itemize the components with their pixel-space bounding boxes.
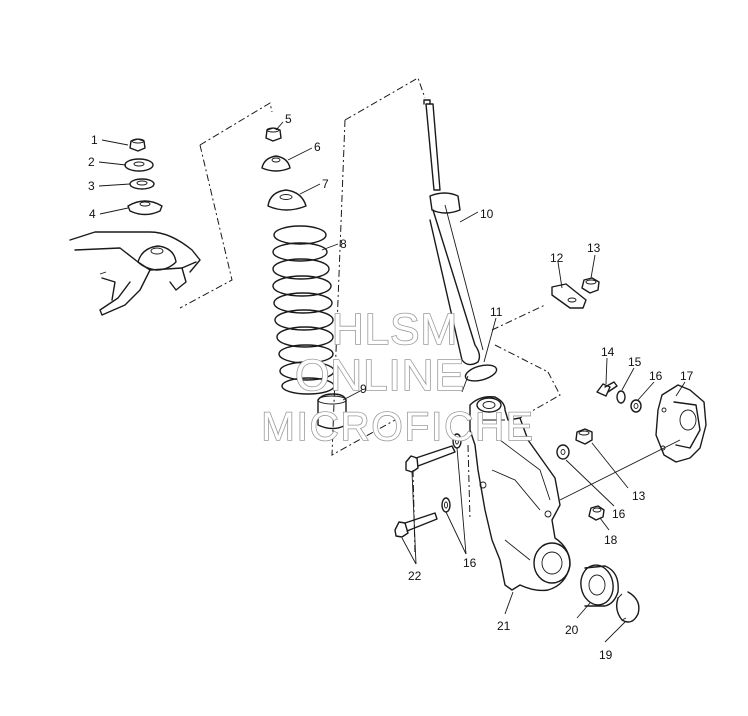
callout-20: 20 (565, 623, 579, 637)
callout-13-upper: 13 (587, 241, 601, 255)
callout-18: 18 (604, 533, 618, 547)
callout-13-lower: 13 (632, 489, 646, 503)
part-12-bracket-plate (551, 283, 587, 309)
part-18-nut (588, 505, 605, 521)
callout-6: 6 (314, 140, 321, 154)
chassis-mount-bracket (69, 231, 201, 316)
part-10-shock-absorber (423, 99, 484, 366)
part-13-nut-lower (575, 428, 593, 445)
part-15-lock-washer (616, 390, 626, 404)
callout-7: 7 (322, 177, 329, 191)
callout-11: 11 (490, 305, 503, 319)
watermark-line-microfiche: MICROFICHE (261, 405, 534, 449)
callout-12: 12 (550, 251, 564, 265)
callout-22: 22 (408, 569, 422, 583)
part-11-clamp-ring (461, 364, 498, 393)
callout-3: 3 (88, 179, 95, 193)
part-13-nut-upper (581, 277, 600, 294)
callout-21: 21 (497, 619, 511, 633)
callout-16-middle: 16 (612, 507, 626, 521)
part-14-bolt (596, 381, 618, 397)
callout-15: 15 (628, 355, 642, 369)
callout-17: 17 (680, 369, 694, 383)
watermark-line-hlsm: HLSM (332, 305, 458, 354)
part-16-washer-lower-right (441, 497, 451, 513)
part-2-washer (124, 158, 154, 172)
callout-4: 4 (89, 207, 96, 221)
part-5-nut (265, 127, 282, 142)
part-21-steering-knuckle (469, 395, 571, 592)
part-20-wheel-bearing (580, 564, 619, 607)
part-4-mount-bushing (127, 200, 163, 216)
callout-leader-lines (98, 121, 686, 643)
part-16-washer-middle (556, 444, 570, 460)
part-3-spacer (129, 178, 155, 190)
part-9-bump-stop (317, 393, 347, 430)
callout-19: 19 (599, 648, 613, 662)
part-16-washer-upper (630, 399, 642, 413)
callout-2: 2 (88, 155, 95, 169)
callout-14: 14 (601, 345, 615, 359)
callout-1: 1 (91, 133, 98, 147)
callout-10: 10 (480, 207, 494, 221)
callout-16-lower: 16 (463, 556, 477, 570)
part-6-cap (261, 155, 291, 172)
part-22-bolt-lower (394, 512, 438, 538)
part-7-upper-spring-seat (267, 189, 307, 211)
part-17-brake-caliper (655, 384, 707, 463)
callout-8: 8 (340, 237, 347, 251)
callout-labels: 1 2 3 4 5 6 7 8 9 10 11 12 13 13 14 15 1… (88, 112, 694, 662)
part-22-bolt-upper (405, 445, 456, 473)
part-8-coil-spring (272, 225, 335, 395)
callout-5: 5 (285, 112, 292, 126)
part-1-nut (129, 138, 146, 152)
watermark-line-online: ONLINE (295, 351, 465, 400)
part-19-snap-ring (615, 591, 640, 623)
callout-16-upper: 16 (649, 369, 663, 383)
callout-9: 9 (360, 382, 367, 396)
watermark: HLSM ONLINE MICROFICHE (261, 304, 534, 450)
